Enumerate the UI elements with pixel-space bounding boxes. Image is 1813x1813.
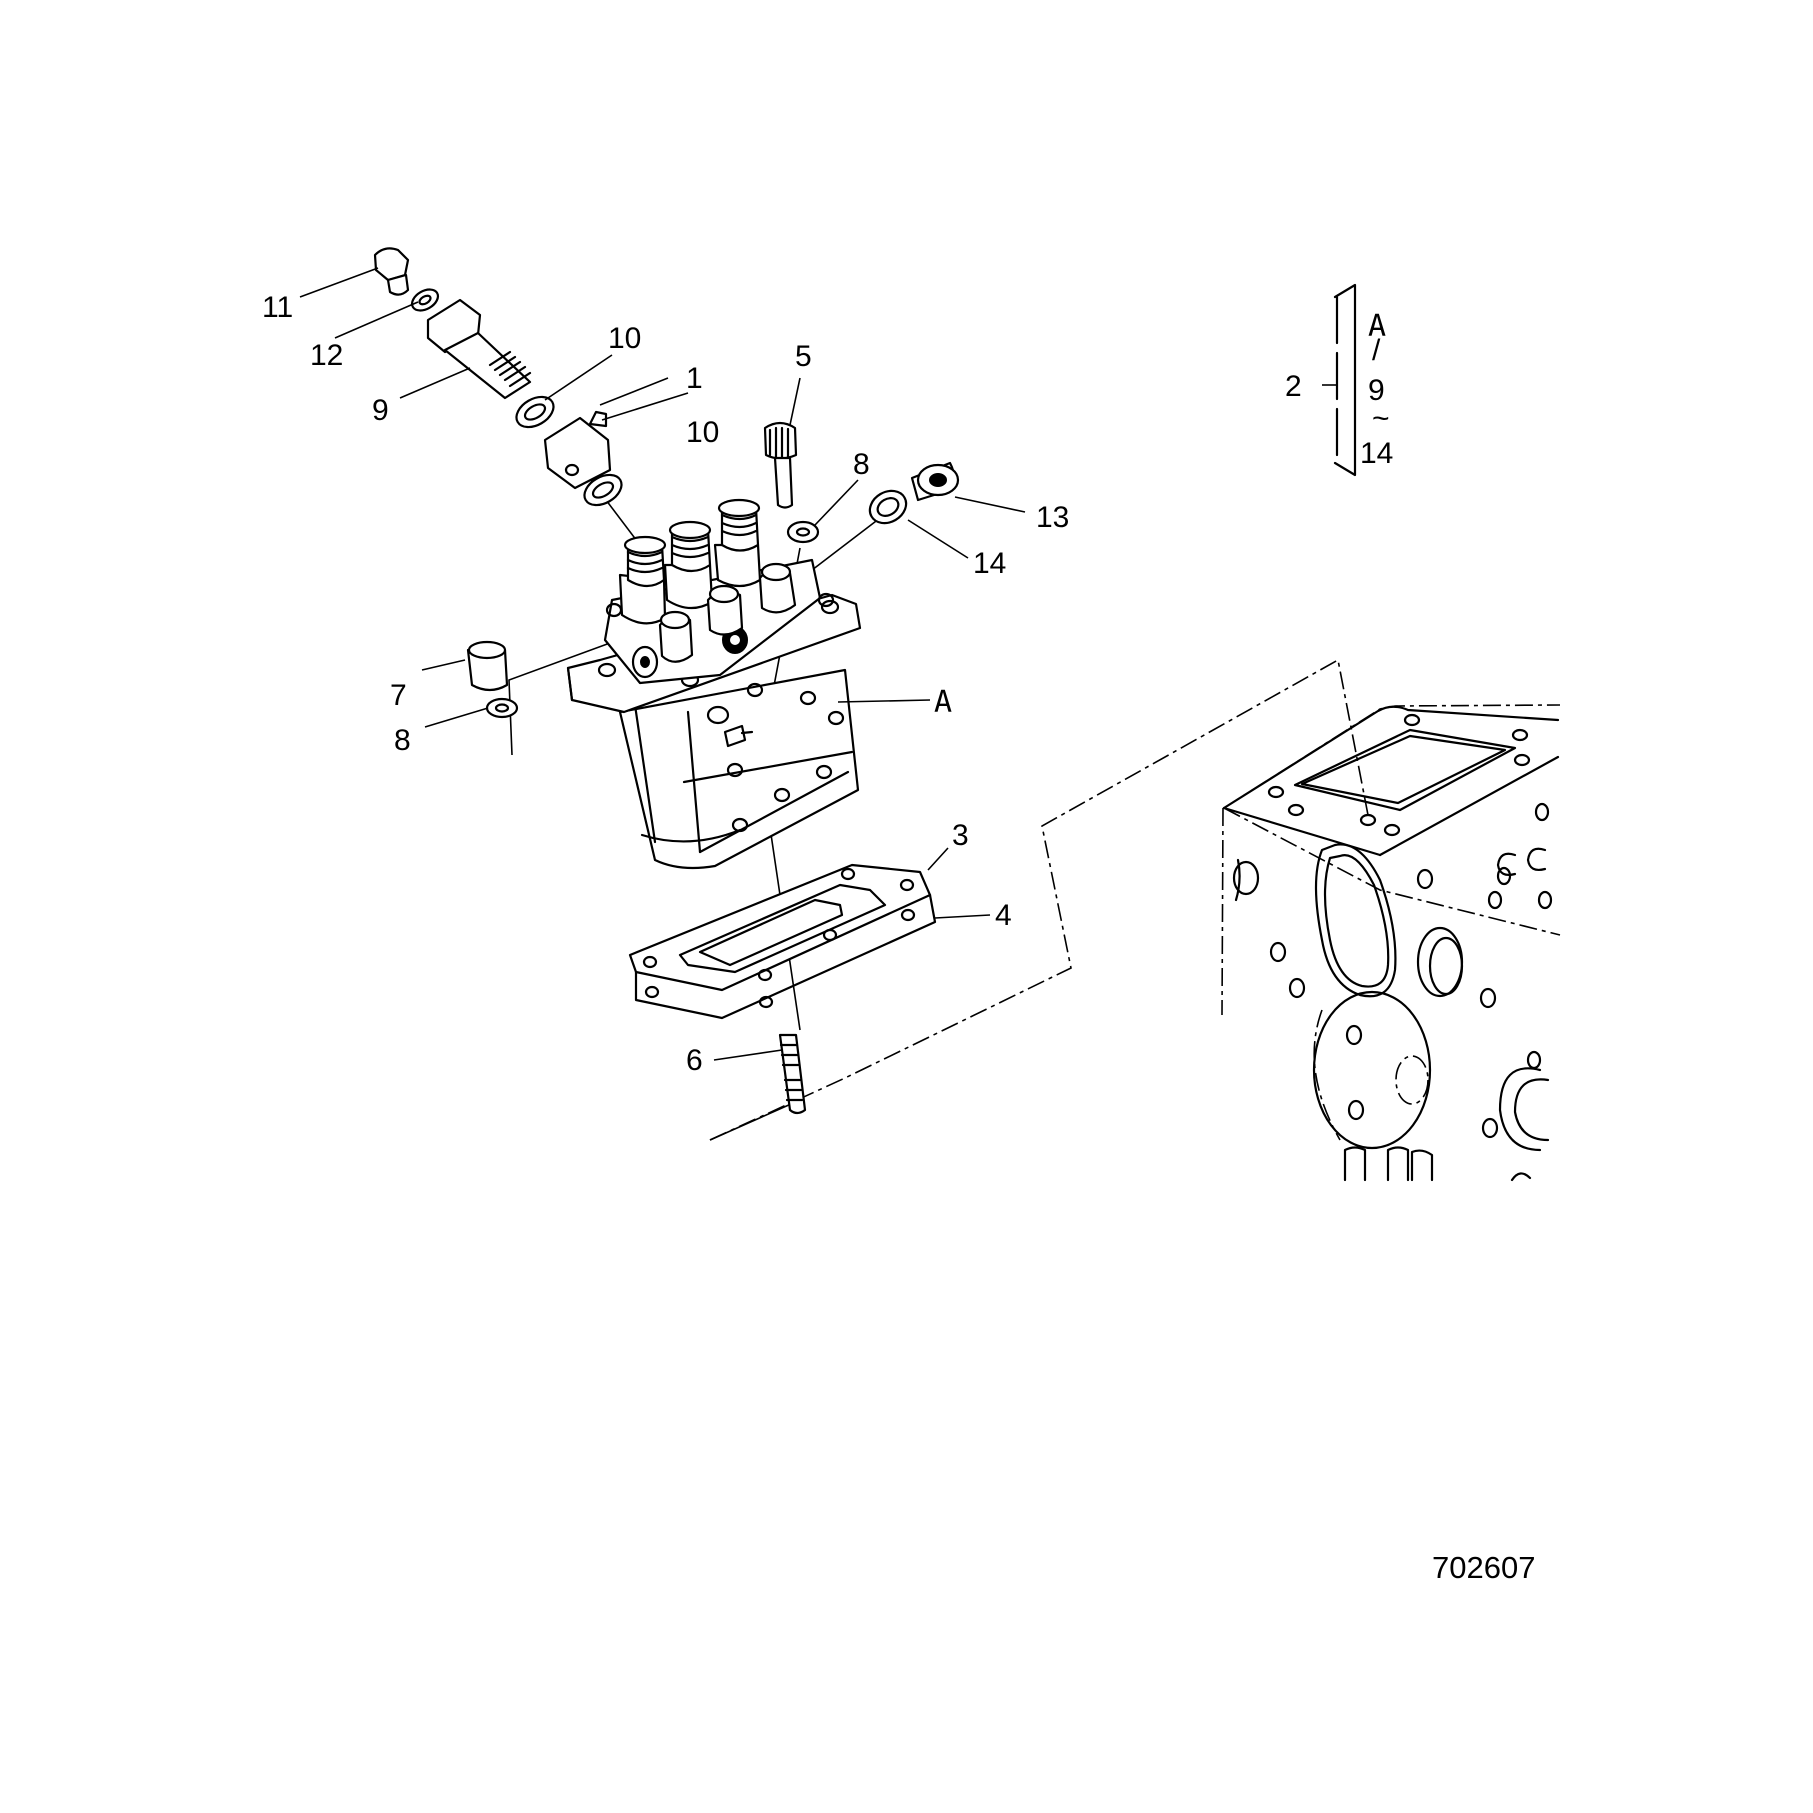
part-12-washer [410, 288, 440, 312]
kit-legend: 2 A / 9 ~ 14 [1285, 283, 1393, 477]
callout-3[interactable]: 3 [952, 819, 969, 852]
figure-number: 702607 [1432, 1550, 1535, 1585]
callout-8-upper[interactable]: 8 [853, 448, 870, 481]
callout-8-lower[interactable]: 8 [394, 724, 411, 757]
part-13-plug [910, 461, 960, 502]
callout-11[interactable]: 11 [262, 291, 293, 324]
part-9-banjo-bolt [426, 298, 532, 400]
kit-legend-sep1: / [1372, 334, 1381, 367]
part-1-fitting [543, 410, 612, 490]
delivery-valve-holders [618, 498, 762, 625]
part-7-nut [466, 640, 509, 692]
callout-4[interactable]: 4 [995, 899, 1012, 932]
part-14-sealing-washer [868, 489, 908, 525]
callout-6[interactable]: 6 [686, 1044, 703, 1077]
callout-leaders [299, 267, 1026, 1061]
part-6-stud [778, 1033, 807, 1115]
injection-pump [566, 498, 862, 870]
part-10-sealing-washer [515, 395, 623, 507]
part-11-bolt [373, 247, 410, 296]
callout-2[interactable]: 2 [1285, 370, 1302, 403]
part-5-bolt [763, 421, 798, 509]
callout-14[interactable]: 14 [973, 547, 1006, 580]
kit-legend-sep2: ~ [1372, 402, 1390, 435]
view-marker-a: A [934, 685, 952, 720]
callout-13[interactable]: 13 [1036, 501, 1069, 534]
kit-legend-top: A [1368, 309, 1386, 344]
callout-5[interactable]: 5 [795, 340, 812, 373]
callout-1[interactable]: 1 [686, 362, 703, 395]
part-4-gasket [634, 893, 937, 1020]
callouts: 11 12 9 10 1 10 5 8 13 14 7 8 3 4 6 A [262, 291, 1069, 1077]
engine-block [1221, 704, 1561, 1182]
callout-10-upper[interactable]: 10 [608, 322, 641, 355]
callout-9[interactable]: 9 [372, 394, 389, 427]
callout-7[interactable]: 7 [390, 679, 407, 712]
part-8-washer-upper [786, 520, 820, 544]
kit-legend-bottom: 14 [1360, 437, 1393, 470]
callout-10-lower[interactable]: 10 [686, 416, 719, 449]
part-8-washer-lower [485, 697, 519, 719]
kit-legend-mid: 9 [1368, 374, 1385, 407]
part-3-gasket [628, 863, 932, 992]
callout-12[interactable]: 12 [310, 339, 343, 372]
